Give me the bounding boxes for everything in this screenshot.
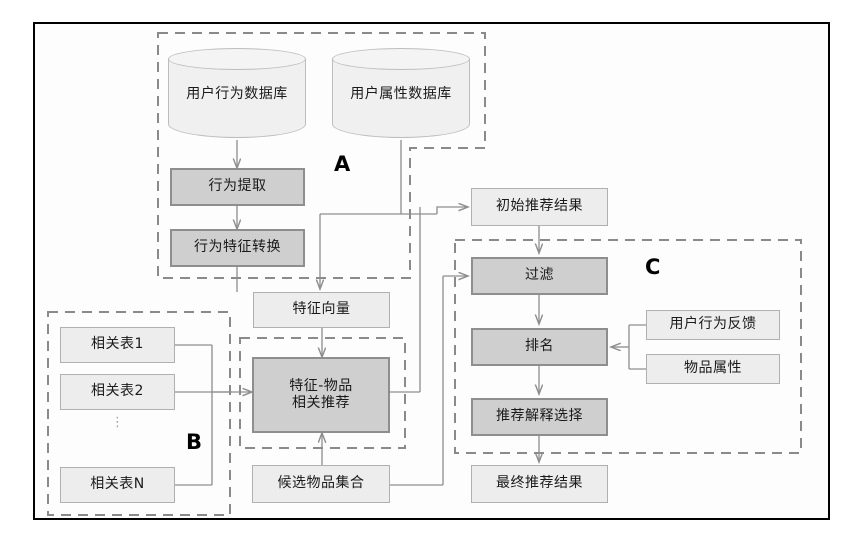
node-ranking[interactable]: 排名 (471, 328, 608, 366)
node-user-behavior-feedback[interactable]: 用户行为反馈 (646, 310, 780, 340)
node-label: 行为提取 (208, 178, 267, 195)
node-label: 行为特征转换 (194, 239, 281, 256)
node-label: 用户行为反馈 (669, 316, 757, 333)
datastore-label: 用户属性数据库 (350, 86, 452, 102)
node-label: 初始推荐结果 (496, 198, 583, 215)
node-label: 过滤 (525, 267, 554, 284)
node-label: 相关表2 (91, 383, 144, 400)
node-label: 特征向量 (292, 301, 351, 318)
node-label: 相关表1 (91, 336, 144, 353)
node-relation-table-1[interactable]: 相关表1 (60, 327, 175, 363)
node-label: 排名 (525, 338, 554, 355)
group-label-a: A (334, 152, 351, 176)
node-filter[interactable]: 过滤 (471, 257, 608, 295)
cylinder-body (168, 59, 306, 138)
node-label: 物品属性 (684, 360, 742, 377)
node-label: 相关表N (90, 476, 145, 493)
group-label-b: B (186, 430, 203, 454)
relation-table-ellipsis: ⋮ (111, 415, 124, 430)
group-label-c: C (645, 255, 661, 279)
datastore-label: 用户行为数据库 (186, 86, 288, 102)
node-behavior-feature-transform[interactable]: 行为特征转换 (170, 229, 305, 267)
datastore-user-behavior-db[interactable]: 用户行为数据库 (168, 48, 306, 138)
cylinder-top-ellipse (332, 48, 470, 70)
node-label: 推荐解释选择 (496, 408, 583, 425)
node-label: 候选物品集合 (277, 475, 365, 492)
node-final-recommend-result[interactable]: 最终推荐结果 (471, 465, 608, 503)
node-label: 最终推荐结果 (496, 475, 583, 492)
node-candidate-item-set[interactable]: 候选物品集合 (252, 465, 390, 503)
node-behavior-extraction[interactable]: 行为提取 (170, 168, 305, 206)
node-label-line2: 相关推荐 (292, 395, 350, 411)
cylinder-top-ellipse (168, 48, 306, 70)
node-relation-table-2[interactable]: 相关表2 (60, 374, 175, 410)
cylinder-body (332, 59, 470, 138)
datastore-user-attribute-db[interactable]: 用户属性数据库 (332, 48, 470, 138)
node-feature-vector[interactable]: 特征向量 (253, 292, 390, 328)
node-initial-recommend-result[interactable]: 初始推荐结果 (471, 188, 608, 226)
node-explain-selection[interactable]: 推荐解释选择 (471, 398, 608, 436)
node-label-line1: 特征-物品 (289, 377, 353, 394)
node-item-attribute[interactable]: 物品属性 (646, 354, 780, 384)
node-feature-item-recommend[interactable]: 特征-物品 相关推荐 (252, 357, 390, 433)
node-relation-table-n[interactable]: 相关表N (60, 467, 175, 503)
